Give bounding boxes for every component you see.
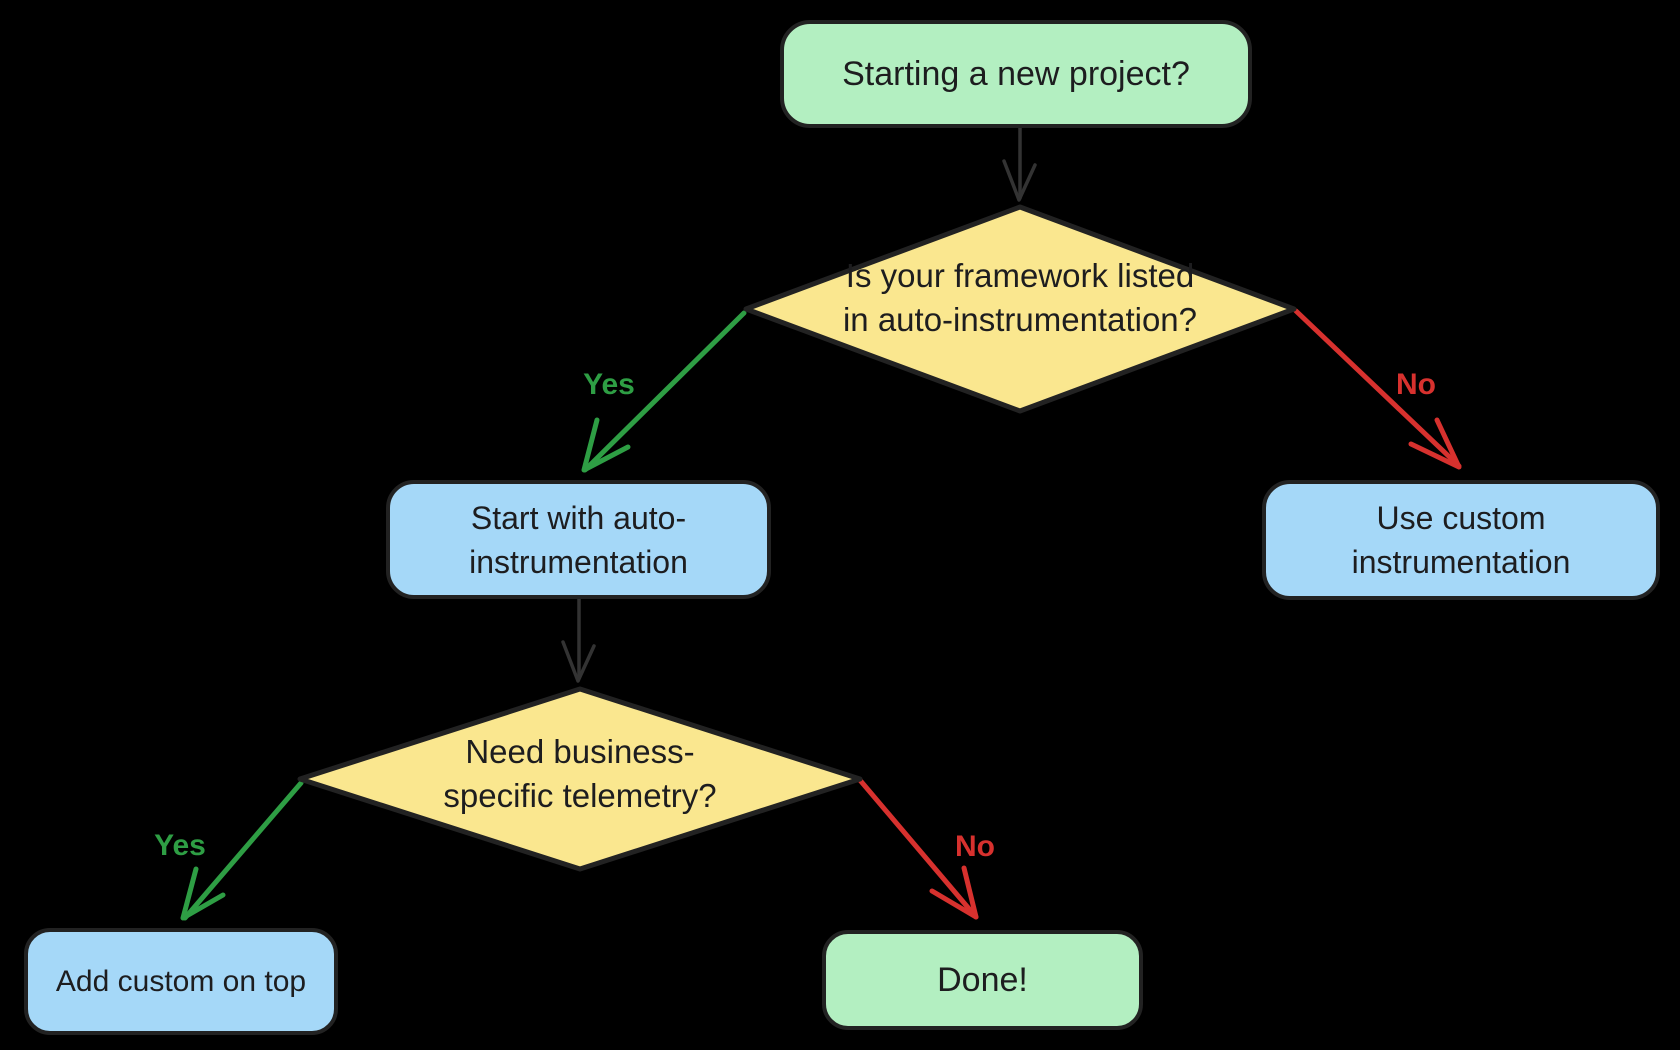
node-add-custom-on-top: Add custom on top bbox=[24, 928, 338, 1035]
node-done-label: Done! bbox=[937, 960, 1028, 999]
node-start-label: Starting a new project? bbox=[842, 54, 1190, 93]
arrow-framework-yes bbox=[581, 310, 747, 473]
node-use-custom-instrumentation: Use custom instrumentation bbox=[1262, 480, 1660, 600]
telemetry-decision-label-line2: specific telemetry? bbox=[443, 777, 717, 814]
framework-decision-label-line2: in auto-instrumentation? bbox=[842, 301, 1198, 338]
arrow-telemetry-yes bbox=[180, 780, 304, 921]
node-start-auto-label-line2: instrumentation bbox=[469, 543, 688, 580]
telemetry-no-label: No bbox=[955, 830, 995, 863]
telemetry-yes-label: Yes bbox=[154, 829, 206, 862]
node-use-custom-label-line2: instrumentation bbox=[1351, 544, 1571, 580]
arrowhead-icon bbox=[1408, 417, 1462, 470]
node-start-auto-label: Start with auto- instrumentation bbox=[469, 496, 688, 584]
arrowhead-icon bbox=[180, 866, 226, 921]
arrow-framework-no bbox=[1293, 308, 1462, 470]
telemetry-decision-label-line1: Need business- bbox=[465, 733, 695, 770]
arrow-start-to-framework-question bbox=[1002, 126, 1037, 202]
node-start: Starting a new project? bbox=[780, 20, 1252, 128]
telemetry-decision-label: Need business- specific telemetry? bbox=[443, 730, 716, 818]
arrow-shaft bbox=[856, 776, 979, 920]
framework-yes-label: Yes bbox=[583, 368, 635, 401]
arrowhead-icon bbox=[561, 640, 596, 683]
arrowhead-icon bbox=[929, 865, 979, 920]
framework-no-label: No bbox=[1396, 368, 1436, 401]
arrow-auto-to-telemetry-question bbox=[561, 597, 596, 683]
node-start-auto-instrumentation: Start with auto- instrumentation bbox=[386, 480, 771, 599]
node-use-custom-label: Use custom instrumentation bbox=[1352, 496, 1571, 584]
telemetry-decision-diamond bbox=[297, 686, 863, 872]
arrowhead-icon bbox=[581, 417, 631, 473]
node-done: Done! bbox=[822, 930, 1143, 1030]
framework-decision-label: Is your framework listed in auto-instrum… bbox=[843, 254, 1197, 342]
framework-decision-diamond bbox=[743, 204, 1297, 414]
arrow-shaft bbox=[582, 310, 747, 473]
node-use-custom-label-line1: Use custom bbox=[1376, 500, 1546, 536]
arrow-shaft bbox=[1293, 308, 1462, 469]
node-add-custom-label: Add custom on top bbox=[55, 964, 307, 998]
arrowhead-icon bbox=[1002, 159, 1037, 202]
arrow-shaft bbox=[182, 780, 304, 921]
arrow-telemetry-no bbox=[856, 776, 979, 920]
node-start-auto-label-line1: Start with auto- bbox=[470, 499, 687, 536]
framework-decision-label-line1: Is your framework listed bbox=[845, 257, 1195, 294]
